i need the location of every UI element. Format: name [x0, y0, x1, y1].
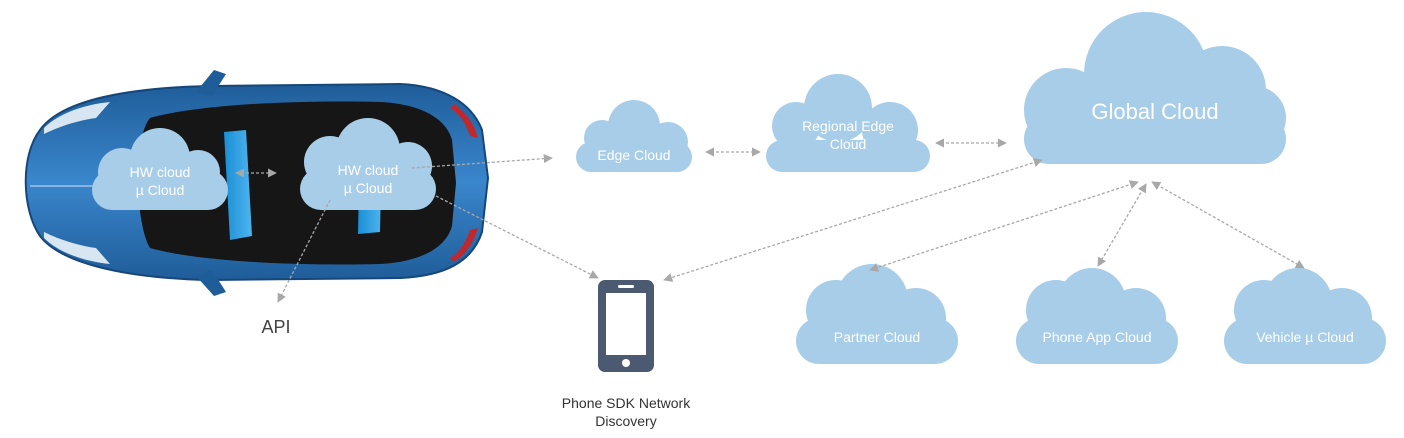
mirror-top: [196, 70, 226, 96]
hw-cloud-2-label: HW cloud µ Cloud: [308, 162, 428, 197]
phone-app-cloud: [1016, 268, 1178, 364]
arrow-hw2-edge: [411, 154, 553, 169]
phone-label-line1: Phone SDK Network: [561, 395, 691, 411]
arrow-global-partner: [869, 180, 1139, 272]
vehicle-cloud: [1224, 268, 1386, 364]
windshield: [224, 130, 252, 240]
phone-label-line2: Discovery: [595, 413, 657, 430]
smartphone-icon: [598, 280, 654, 372]
regional-edge-cloud: [766, 74, 930, 172]
phone-app-cloud-label: Phone App Cloud: [1042, 329, 1152, 345]
api-label: API: [261, 317, 291, 337]
arrow-global-phone: [663, 158, 1043, 282]
phone-label: Phone SDK Network Discovery: [536, 394, 716, 430]
regional-edge-line1: Regional Edge: [802, 118, 894, 134]
edge-cloud: [576, 100, 692, 172]
taillight-bottom: [450, 228, 478, 262]
connectors: [235, 138, 1305, 303]
regional-edge-cloud-label: Regional Edge Cloud: [770, 118, 926, 153]
vehicle-cloud-label: Vehicle µ Cloud: [1256, 329, 1354, 345]
hw-cloud-1: [92, 128, 228, 210]
hw-cloud-2-line1: HW cloud: [337, 162, 399, 178]
hw-cloud-2-line2: µ Cloud: [343, 179, 393, 196]
headlight-bottom: [44, 232, 110, 264]
global-cloud-label: Global Cloud: [1091, 99, 1219, 124]
hw-cloud-1-line2: µ Cloud: [135, 181, 185, 198]
partner-cloud-label: Partner Cloud: [833, 329, 921, 345]
arrow-global-phoneapp: [1097, 183, 1147, 267]
hw-cloud-2: [300, 118, 436, 210]
mirror-bottom: [196, 270, 226, 296]
arrow-global-vehicle: [1151, 181, 1305, 269]
regional-edge-line2: Cloud: [829, 135, 867, 152]
edge-cloud-label: Edge Cloud: [597, 147, 671, 163]
hw-cloud-1-line1: HW cloud: [129, 164, 191, 180]
clouds: [92, 12, 1386, 364]
global-cloud: [1024, 12, 1286, 164]
partner-cloud: [796, 264, 958, 364]
arrow-hw2-phone: [435, 195, 599, 279]
hw-cloud-1-label: HW cloud µ Cloud: [100, 164, 220, 199]
headlight-top: [44, 102, 110, 134]
arrow-hw2-api: [277, 199, 331, 303]
taillight-top: [450, 104, 478, 138]
